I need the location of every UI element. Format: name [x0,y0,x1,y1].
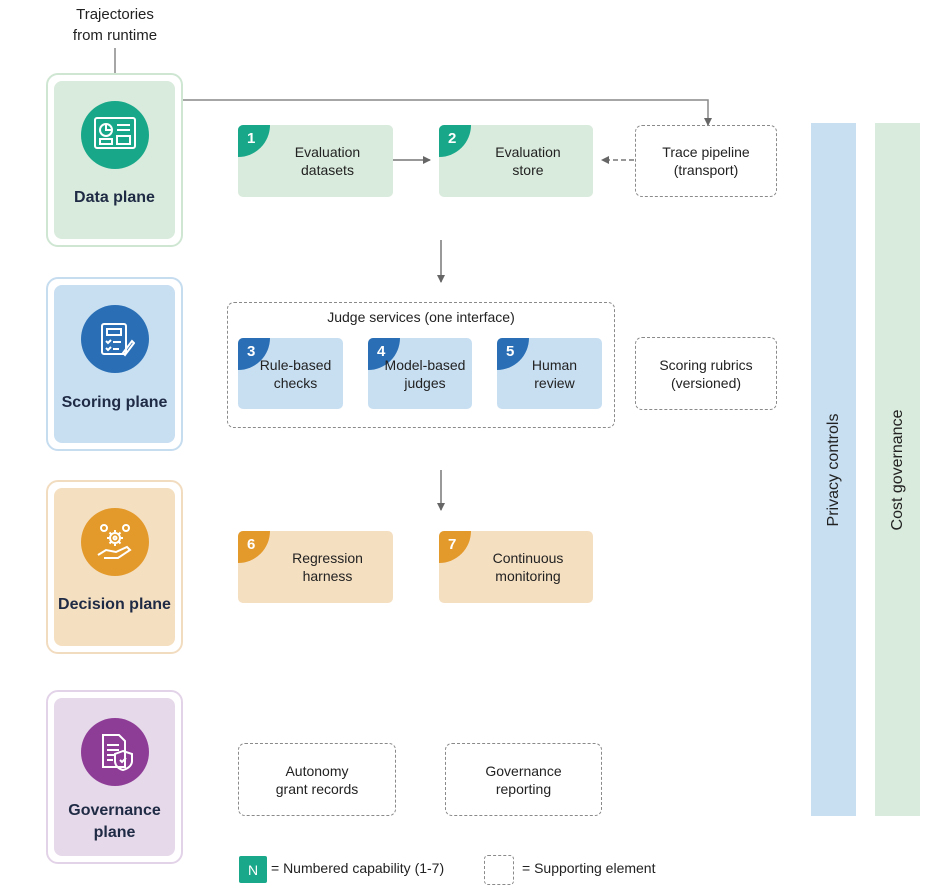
dashboard-chart-icon [80,101,149,169]
capability-1-evaluation-datasets[interactable]: 1 Evaluation datasets [238,125,393,197]
capability-7-continuous-monitoring[interactable]: 7 Continuous monitoring [439,531,593,603]
capability-4-model-based-judges[interactable]: 4 Model-based judges [368,338,472,409]
capability-label: Evaluation datasets [294,144,361,178]
cost-governance-bar: Cost governance [875,123,920,816]
capability-label: Rule-based checks [259,356,332,391]
decision-plane-label: Decision plane [58,596,171,613]
privacy-controls-bar: Privacy controls [811,123,856,816]
trajectories-source-label: Trajectories from runtime [72,6,158,44]
governance-plane-label: Governance plane [68,802,161,841]
legend-supporting-text: = Supporting element [522,860,656,876]
hand-gears-icon [80,508,149,576]
legend-numbered-swatch: N [239,856,267,883]
governance-plane-panel: Governance plane [46,690,183,864]
legend-supporting-swatch [484,855,514,885]
scoring-plane-label: Scoring plane [61,394,168,411]
data-plane-panel: Data plane [46,73,183,247]
data-plane-label: Data plane [74,189,155,206]
decision-plane-panel: Decision plane [46,480,183,654]
capability-label: Model-based judges [384,356,466,391]
runtime-to-trace-arrow [183,99,712,126]
capability-5-human-review[interactable]: 5 Human review [497,338,602,409]
capability-label: Human review [531,356,578,391]
capability-label: Regression harness [292,550,363,584]
judge-services-label: Judge services (one interface) [327,309,515,325]
capability-number-badge: 3 [238,338,270,370]
scoring-checklist-icon [80,305,149,373]
privacy-controls-label: Privacy controls [824,413,842,526]
capability-3-rule-based-checks[interactable]: 3 Rule-based checks [238,338,343,409]
autonomy-grant-records-box[interactable]: Autonomy grant records [238,743,396,816]
cost-governance-label: Cost governance [888,409,906,530]
capability-label: Evaluation store [495,144,561,178]
capability-6-regression-harness[interactable]: 6 Regression harness [238,531,393,603]
legend-numbered-text: = Numbered capability (1-7) [271,860,445,876]
capability-label: Continuous monitoring [492,550,564,584]
capability-2-evaluation-store[interactable]: 2 Evaluation store [439,125,593,197]
document-shield-icon [80,718,149,786]
trace-pipeline-box[interactable]: Trace pipeline (transport) [635,125,777,197]
scoring-rubrics-box[interactable]: Scoring rubrics (versioned) [635,337,777,410]
governance-reporting-box[interactable]: Governance reporting [445,743,602,816]
scoring-plane-panel: Scoring plane [46,277,183,451]
